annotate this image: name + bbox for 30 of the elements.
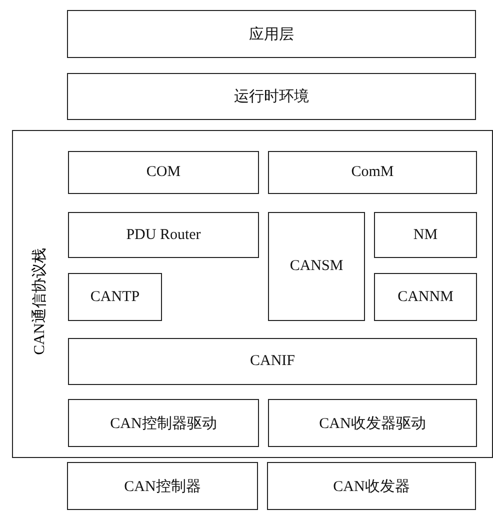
layer-label: CAN收发器驱动 <box>319 414 426 432</box>
layer-box <box>67 462 258 510</box>
layer-box <box>374 273 477 321</box>
layer-label: CAN控制器驱动 <box>110 414 217 432</box>
layer-label: ComM <box>351 164 394 181</box>
stack-frame <box>12 130 493 458</box>
layer-box <box>374 212 477 258</box>
group-title: CAN通信协议栈 <box>30 248 48 354</box>
layer-label: PDU Router <box>126 226 201 244</box>
layer-label: 运行时环境 <box>234 88 309 106</box>
layer-label: CANNM <box>398 288 454 306</box>
layer-box <box>68 338 477 385</box>
layer-label: CAN控制器 <box>124 478 201 496</box>
layer-box <box>268 399 477 447</box>
layer-label: CAN收发器 <box>333 478 410 496</box>
layer-box <box>67 10 476 58</box>
layer-label: 应用层 <box>249 25 294 44</box>
layer-box <box>268 212 365 321</box>
layer-box <box>68 273 162 321</box>
layer-box <box>267 462 476 510</box>
layer-box <box>268 151 477 194</box>
layer-label: CANSM <box>290 258 344 275</box>
layer-label: CANTP <box>90 288 140 306</box>
layer-box <box>68 212 259 258</box>
layer-box <box>67 73 476 120</box>
layer-label: NM <box>413 226 438 244</box>
layer-label: COM <box>146 164 181 181</box>
layer-label: CANIF <box>250 353 295 370</box>
layer-box <box>68 151 259 194</box>
layer-box <box>68 399 259 447</box>
